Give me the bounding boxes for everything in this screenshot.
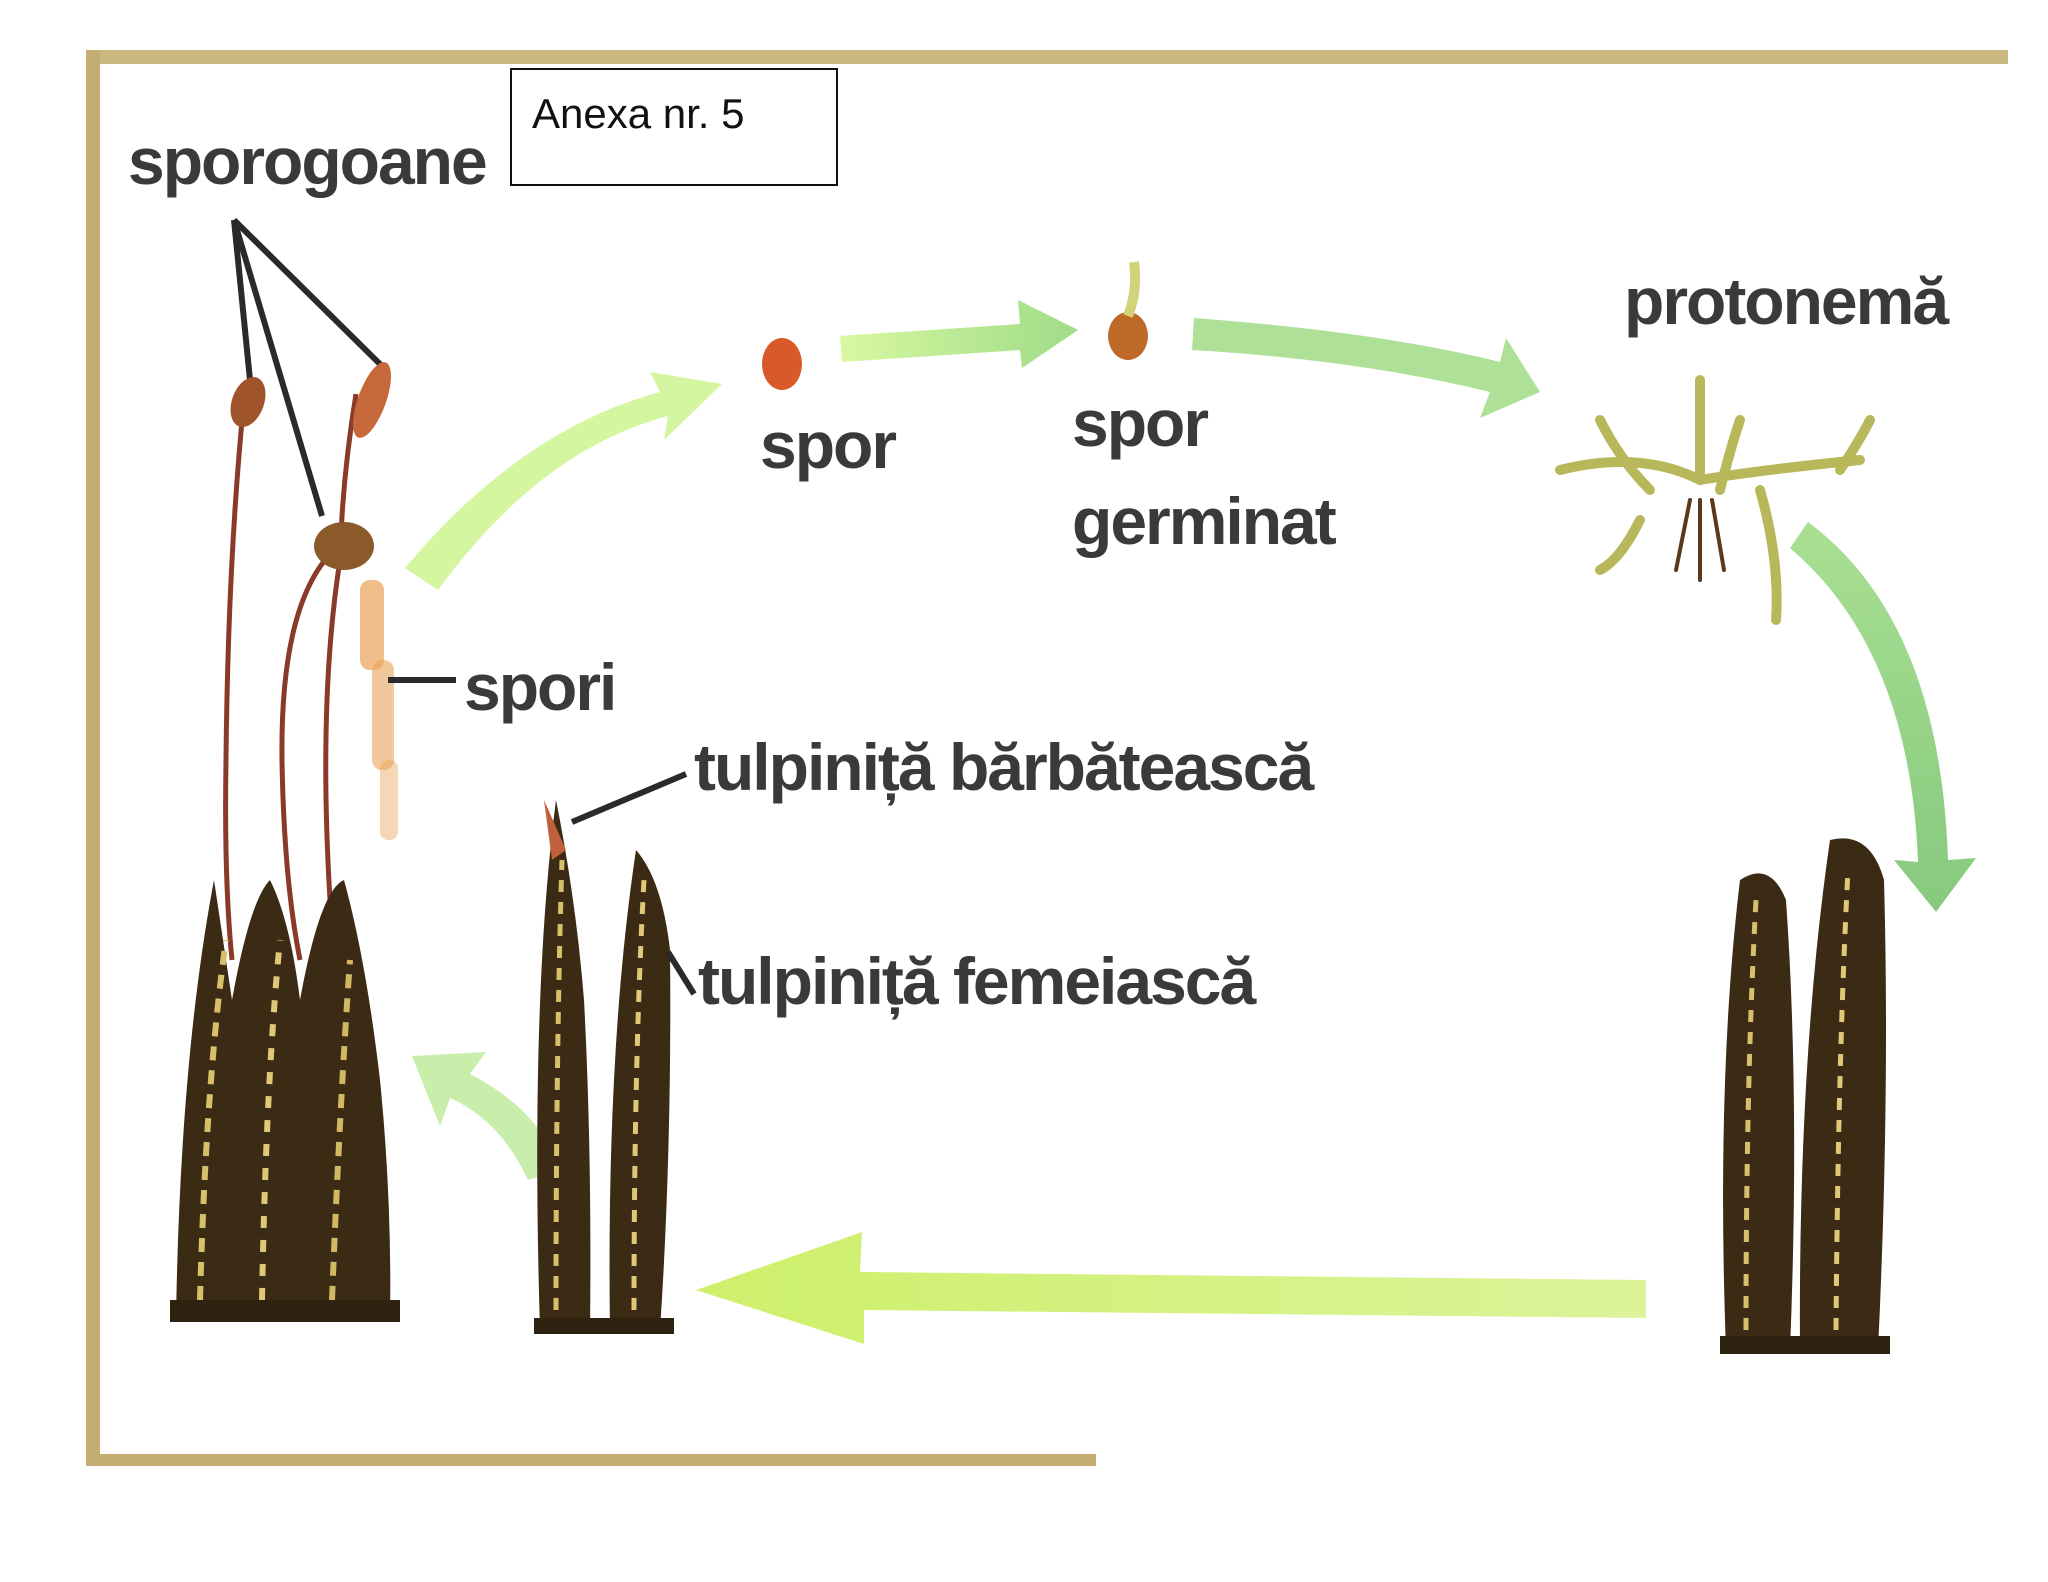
moss-gametophytes-middle bbox=[534, 771, 697, 1334]
falling-spores bbox=[360, 580, 398, 840]
arrow-plants-to-gametophytes bbox=[696, 1232, 1646, 1344]
arrow-spore-to-germinated bbox=[840, 300, 1078, 368]
arrow-sporogon-to-spore bbox=[405, 372, 722, 590]
annex-label: Anexa nr. 5 bbox=[532, 90, 745, 137]
label-sporogoane: sporogoane bbox=[128, 124, 488, 198]
annex-box: Anexa nr. 5 bbox=[510, 68, 838, 186]
sporogoane-pointer-lines bbox=[231, 217, 391, 517]
arrow-protonema-to-plants bbox=[1790, 522, 1976, 912]
label-spor-germinat-line1: spor bbox=[1072, 386, 1209, 460]
diagram-frame bbox=[86, 50, 2008, 1466]
label-spor: spor bbox=[760, 408, 897, 482]
arrow-germinated-to-protonema bbox=[1192, 318, 1540, 418]
label-spori: spori bbox=[464, 650, 617, 724]
moss-plants-right bbox=[1720, 838, 1890, 1354]
moss-clump-left bbox=[170, 880, 400, 1322]
label-spor-germinat-line2: germinat bbox=[1072, 484, 1337, 558]
cycle-arrows bbox=[405, 300, 1976, 1344]
label-tulpinita-femeiasca: tulpiniță femeiască bbox=[698, 944, 1256, 1018]
capsule-right bbox=[353, 362, 391, 438]
capsule-middle bbox=[314, 522, 374, 570]
germinated-spore-illustration bbox=[1108, 261, 1148, 360]
label-tulpinita-barbateasca: tulpiniță bărbătească bbox=[694, 730, 1314, 804]
capsule-left bbox=[230, 376, 266, 428]
arrow-gametophytes-to-sporophyte bbox=[412, 1052, 560, 1180]
label-protonema: protonemă bbox=[1624, 264, 1949, 338]
sporophyte-illustration bbox=[223, 362, 456, 961]
protonema-illustration bbox=[1555, 375, 1875, 625]
spore-illustration bbox=[762, 338, 802, 390]
